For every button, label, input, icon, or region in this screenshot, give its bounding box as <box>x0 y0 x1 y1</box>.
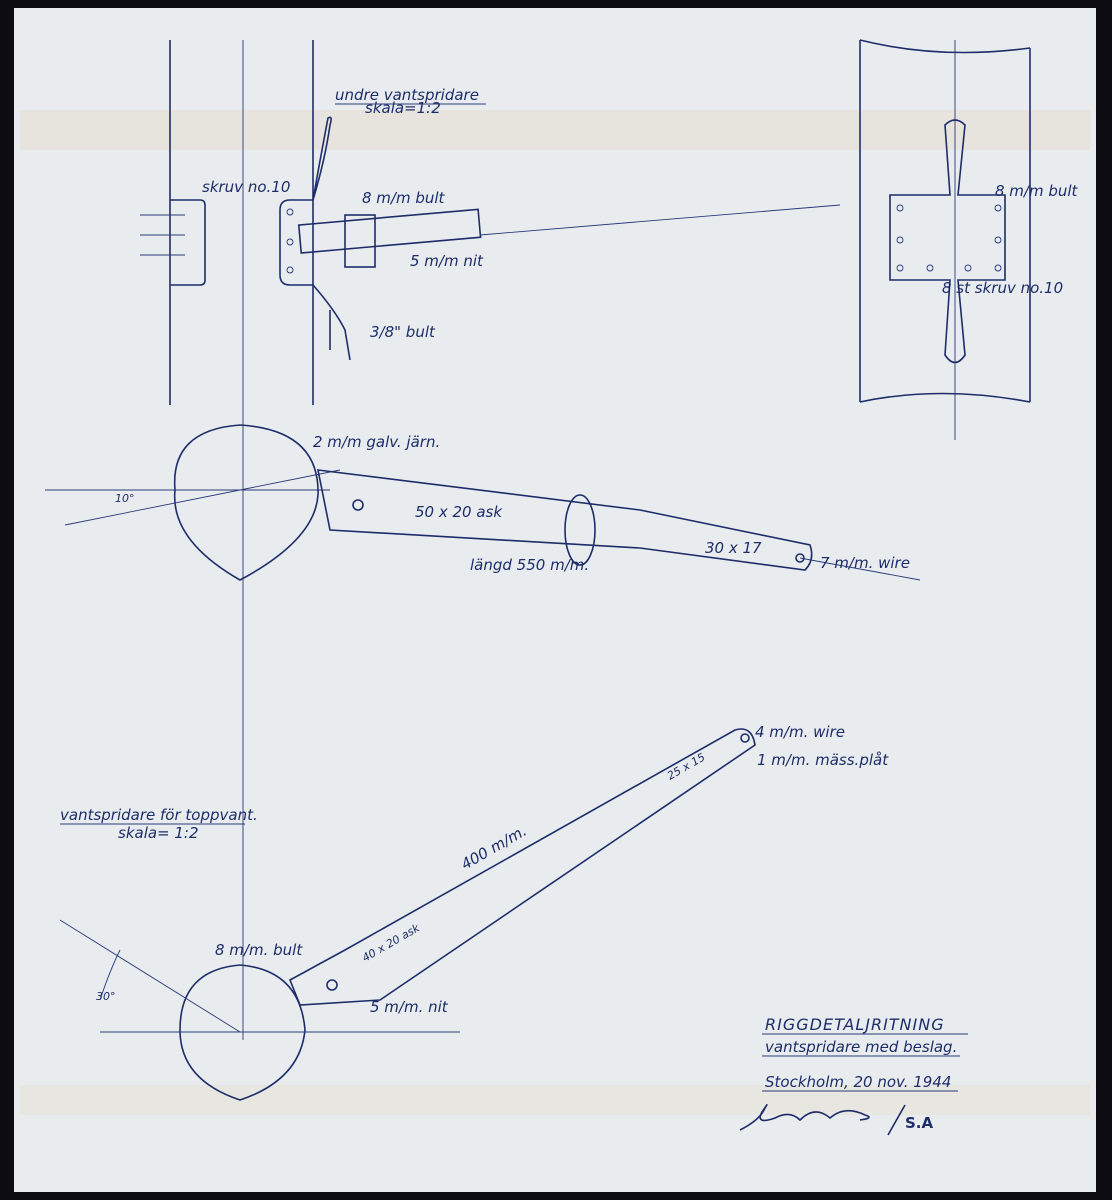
initials: S.A <box>905 1114 934 1132</box>
drawing-title: RIGGDETALJRITNING <box>765 1015 945 1034</box>
place-date: Stockholm, 20 nov. 1944 <box>765 1073 951 1091</box>
upper-mast-detail <box>140 40 841 1040</box>
plate-label-bolt: 8 m/m bult <box>995 182 1079 200</box>
label-length-550: längd 550 m/m. <box>470 556 589 574</box>
lower-spreader <box>59 728 756 1101</box>
lower-label-bolt: 8 m/m. bult <box>215 941 303 959</box>
title-block: RIGGDETALJRITNING vantspridare med besla… <box>739 1015 968 1136</box>
lower-label-rivet: 5 m/m. nit <box>370 998 449 1016</box>
label-shackle-bolt: 3/8" bult <box>370 323 436 341</box>
label-wire-4: 4 m/m. wire <box>755 723 845 741</box>
signature <box>739 1104 906 1136</box>
lower-detail-scale: skala= 1:2 <box>118 824 199 842</box>
label-rivet: 5 m/m nit <box>410 252 484 270</box>
label-screw: skruv no.10 <box>202 178 290 196</box>
label-section-30x17: 30 x 17 <box>705 539 762 557</box>
lower-detail-title: vantspridare för toppvant. <box>60 806 258 824</box>
paper <box>14 8 1096 1192</box>
stain <box>20 110 1090 150</box>
upper-detail-title: undre vantspridare <box>335 86 479 104</box>
label-wire-7: 7 m/m. wire <box>820 554 910 572</box>
label-angle-30: 30° <box>96 990 116 1003</box>
stain <box>20 1085 1090 1115</box>
plate-label-screws: 8 st skruv no.10 <box>942 279 1063 297</box>
label-angle-10: 10° <box>115 492 135 505</box>
label-galv-iron: 2 m/m galv. järn. <box>313 433 440 451</box>
drawing-subtitle: vantspridare med beslag. <box>765 1038 957 1056</box>
middle-spreader <box>45 424 921 581</box>
label-section-50x20: 50 x 20 ask <box>415 503 503 521</box>
upper-detail-scale: skala=1:2 <box>365 99 441 117</box>
label-brass-plate: 1 m/m. mäss.plåt <box>757 751 889 769</box>
plate-detail <box>859 39 1031 440</box>
label-bolt: 8 m/m bult <box>362 189 446 207</box>
